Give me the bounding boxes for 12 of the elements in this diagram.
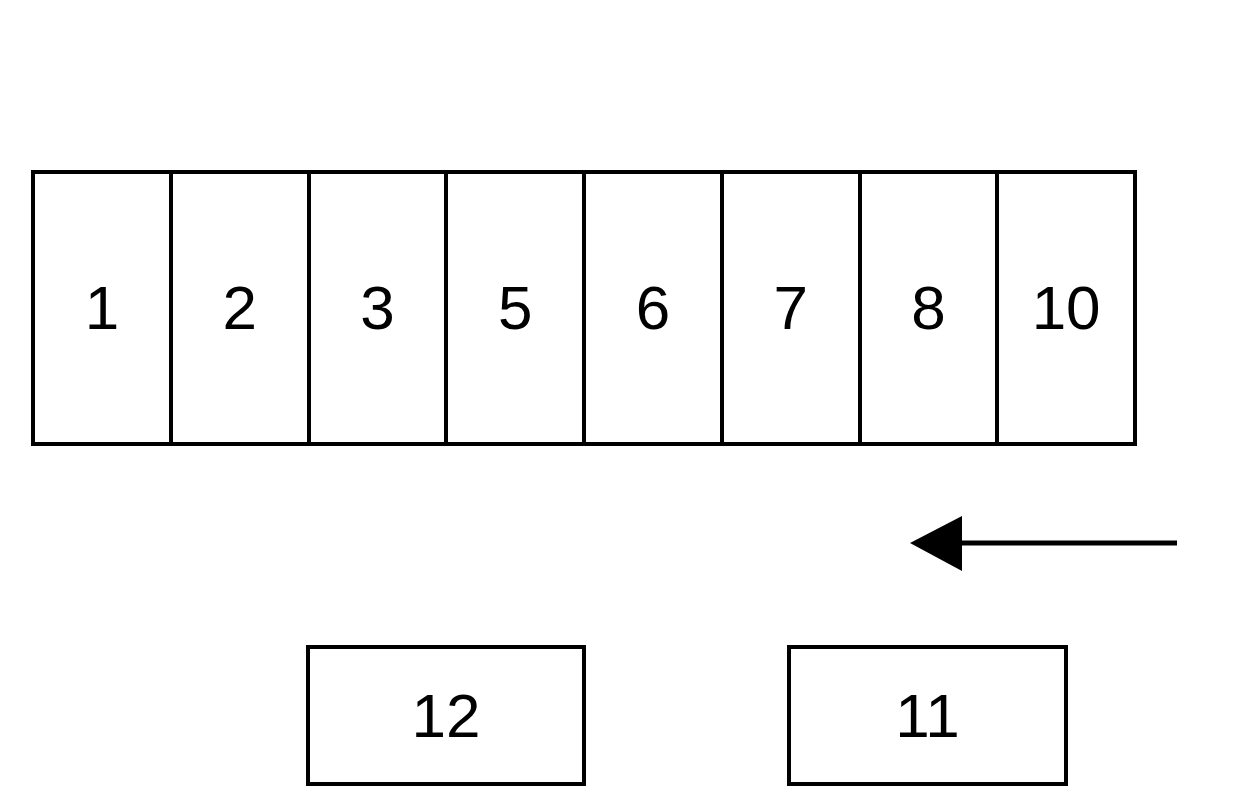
space-number: 7 xyxy=(773,277,808,339)
space-number: 8 xyxy=(911,277,946,339)
space-number: 2 xyxy=(222,277,257,339)
space-number: 10 xyxy=(1031,277,1101,339)
space-number: 11 xyxy=(895,684,960,747)
space-number: 5 xyxy=(497,277,533,339)
space-number: 6 xyxy=(635,277,671,339)
space-number: 1 xyxy=(84,277,120,339)
parking-space xyxy=(787,645,1068,786)
space-number: 12 xyxy=(411,684,481,747)
space-number: 3 xyxy=(360,277,395,339)
parking-space xyxy=(306,645,586,786)
